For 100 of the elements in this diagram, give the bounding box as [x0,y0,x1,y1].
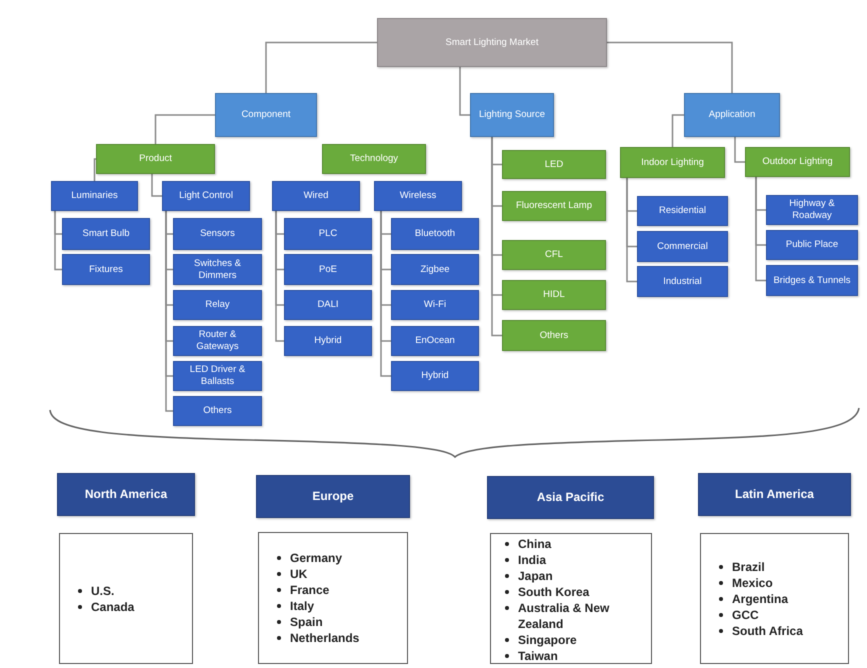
node-label: Sensors [200,228,235,240]
subcategory-box [502,150,606,179]
item-box [391,254,479,285]
root-box [377,18,607,67]
list-item: Taiwan [518,648,558,664]
node-label: LED Driver & Ballasts [188,364,246,388]
list-item: South Korea [518,584,590,600]
node-label: North America [84,487,168,502]
node-label: PoE [319,264,337,276]
node-label: Outdoor Lighting [762,156,833,168]
list-item: Italy [290,598,314,614]
item-box [284,254,372,285]
node-label: Router & Gateways [195,329,240,353]
node-label: Relay [205,299,230,311]
node-label: Bridges & Tunnels [773,274,851,286]
item-box [62,254,150,285]
node-label: EnOcean [415,335,455,347]
item-box [173,218,262,250]
region-header [256,475,410,518]
item-box [391,218,479,250]
item-box [391,290,479,320]
node-label: Highway & Roadway [788,198,836,222]
item-box [51,181,138,211]
item-box [162,181,250,211]
connector-line [672,114,684,147]
node-label: Fixtures [89,264,123,276]
node-label: Europe [312,489,354,504]
connector-line [459,67,470,116]
item-box [284,326,372,356]
node-label: Others [540,330,568,342]
node-label: Fluorescent Lamp [516,200,592,212]
category-box [470,93,554,137]
node-label: Hybrid [314,335,342,347]
item-box [637,266,728,297]
list-item: Netherlands [290,630,360,646]
item-box [637,231,728,262]
country-list-box [700,533,849,664]
node-label: DALI [317,299,339,311]
region-header [698,473,851,516]
connector-line [54,211,62,270]
node-label: Light Control [179,190,233,202]
connector-line [755,177,766,282]
region-header [57,473,195,516]
node-label: Application [708,109,756,121]
item-box [391,326,479,356]
node-label: Luminaries [71,190,118,202]
list-item: Australia & New Zealand [518,600,610,632]
node-label: Others [203,405,232,417]
region-header [487,476,654,519]
node-label: Smart Lighting Market [446,36,538,48]
connector-line [275,211,284,342]
connector-line [380,211,391,377]
subcategory-box [322,144,426,174]
subcategory-box [745,147,850,177]
list-item: Canada [91,598,134,614]
node-label: Zigbee [420,264,450,276]
item-box [272,181,360,211]
node-label: Wi-Fi [424,299,446,311]
item-box [173,361,262,391]
subcategory-box [502,280,606,310]
node-label: Industrial [663,276,702,288]
category-box [215,93,317,137]
node-label: PLC [318,228,338,240]
item-box [766,265,858,296]
list-item: Germany [290,550,342,566]
node-label: Commercial [657,240,708,252]
country-list-box [59,533,193,664]
item-box [173,326,262,356]
subcategory-box [502,320,606,351]
item-box [374,181,462,211]
node-label: Indoor Lighting [641,156,704,168]
list-item: Mexico [732,574,773,590]
node-label: Switches & Dimmers [193,258,242,282]
node-label: Technology [350,153,398,165]
node-label: Bluetooth [414,228,456,240]
node-label: Residential [659,205,706,217]
connector-line [165,211,173,412]
item-box [62,218,150,250]
list-item: Singapore [518,632,577,648]
country-list-box [490,533,652,664]
item-box [173,396,262,426]
list-item: Spain [290,614,323,630]
connector-line [626,178,637,282]
list-item: France [290,582,330,598]
node-label: Asia Pacific [536,490,604,505]
connector-line [734,137,745,163]
connector-line [94,158,96,181]
subcategory-box [502,191,606,221]
item-box [173,290,262,320]
item-box [391,361,479,391]
node-label: HIDL [543,289,565,301]
subcategory-box [96,144,215,174]
list-item: South Africa [732,622,803,638]
subcategory-box [502,240,606,270]
list-item: India [518,552,546,568]
node-label: Hybrid [421,370,449,382]
item-box [173,254,262,285]
item-box [284,290,372,320]
node-label: Component [241,109,291,121]
country-list-box [258,532,408,664]
